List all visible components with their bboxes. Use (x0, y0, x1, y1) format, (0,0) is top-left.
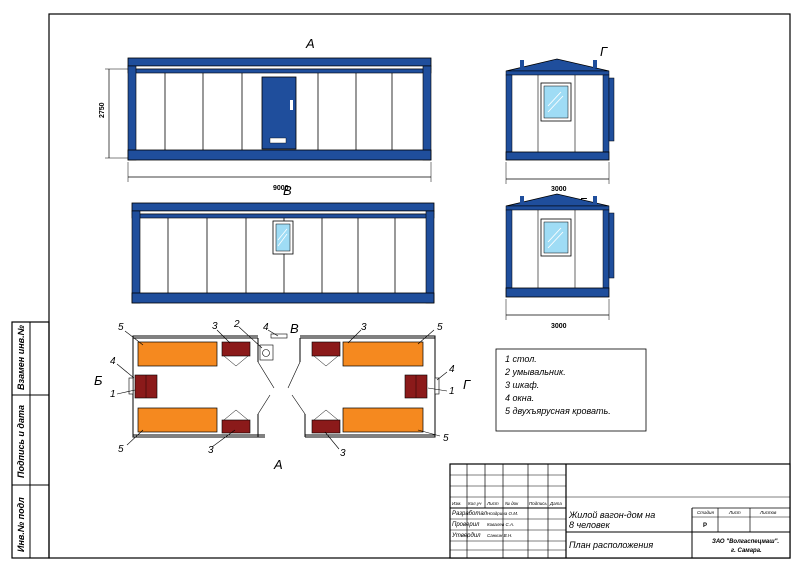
callout-5d: 5 (443, 433, 449, 444)
drawing-title-line1: Жилой вагон-дом на (568, 510, 655, 520)
plan-label-v: В (290, 321, 299, 336)
stage-header: Стадия (697, 510, 714, 515)
org-city: г. Самара. (731, 548, 762, 554)
col-list: Лист (486, 501, 499, 506)
dim-width-2: 3000 (551, 323, 567, 330)
cabinet-1 (221, 341, 251, 357)
callout-5a: 5 (118, 322, 124, 333)
view-label-g: Г (600, 44, 608, 59)
front-door (261, 76, 297, 150)
drawing-title-line2: 8 человек (569, 520, 610, 530)
callout-4c: 4 (449, 364, 455, 375)
sheets-header: Листов (759, 510, 777, 515)
bed-2 (137, 407, 218, 433)
side-g-window-icon (540, 82, 572, 122)
view-label-a: А (305, 36, 315, 51)
side-b-window-icon (540, 218, 572, 257)
cabinet-3 (311, 341, 341, 357)
callout-3c: 3 (208, 445, 214, 456)
view-label-v: В (283, 183, 292, 198)
stamp-field-replace: Взамен инв.№ (16, 324, 26, 390)
washbasin-icon (259, 344, 274, 361)
bed-4 (342, 407, 424, 433)
plan-label-b: Б (94, 373, 103, 388)
stage-value: Р (703, 523, 707, 529)
role-approved: Утвердил (451, 533, 481, 539)
back-window-icon (272, 220, 294, 255)
stamp-field-sign: Подпись и дата (16, 405, 26, 478)
cabinet-2 (221, 419, 251, 434)
side-view-b: Б 3000 (505, 193, 615, 330)
title-block: Изм. Кол.уч Лист № док Подпись Дата Разр… (449, 463, 791, 559)
name-checked: Ковалев С.А. (487, 522, 514, 527)
legend-item-5: 5 двухъярусная кровать. (505, 406, 611, 416)
side-stamp: Взамен инв.№ Подпись и дата Инв.№ подл (11, 321, 50, 559)
col-ndok: № док (505, 501, 519, 506)
col-date: Дата (549, 501, 562, 506)
legend-item-1: 1 стол. (505, 354, 537, 364)
callout-3a: 3 (212, 321, 218, 332)
bed-3 (342, 341, 424, 367)
callout-3b: 3 (361, 322, 367, 333)
org-name: ЗАО "Волгаспецмаш". (712, 539, 779, 545)
floor-plan: 5 3 2 4 3 5 4 1 4 1 5 3 3 5 В Б Г А (94, 319, 471, 472)
callout-4b: 4 (110, 356, 116, 367)
callout-1b: 1 (449, 386, 455, 397)
role-checked: Проверил (452, 522, 480, 528)
callout-5c: 5 (118, 444, 124, 455)
stamp-field-inv: Инв.№ подл (16, 497, 26, 552)
side-view-g: Г 3000 (505, 44, 615, 193)
legend-item-4: 4 окна. (505, 393, 534, 403)
col-kolych: Кол.уч (468, 501, 482, 506)
dim-length: 9000 (273, 185, 289, 192)
bed-1 (137, 341, 218, 367)
dim-width-1: 3000 (551, 186, 567, 193)
dim-height: 2750 (99, 102, 106, 118)
legend-item-3: 3 шкаф. (505, 380, 539, 390)
callout-1a: 1 (110, 389, 116, 400)
sheet-title: План расположения (569, 540, 653, 550)
name-developed: Ноздрина О.М. (487, 511, 518, 516)
col-izm: Изм. (452, 501, 462, 506)
cabinet-4 (311, 419, 341, 434)
back-view-v: В (131, 183, 435, 304)
sheet-frame (48, 13, 791, 559)
plan-label-g: Г (463, 377, 471, 392)
legend-box: 1 стол. 2 умывальник. 3 шкаф. 4 окна. 5 … (495, 348, 647, 432)
callout-5b: 5 (437, 322, 443, 333)
col-sign: Подпись (529, 501, 547, 506)
name-approved: Санкин В.Н. (487, 533, 512, 538)
callout-4a: 4 (263, 322, 269, 333)
role-developed: Разработал (452, 511, 488, 517)
legend-item-2: 2 умывальник. (504, 367, 566, 377)
callout-2: 2 (233, 319, 240, 330)
sheet-header: Лист (728, 510, 741, 515)
plan-label-a: А (273, 457, 283, 472)
callout-3d: 3 (340, 448, 346, 459)
front-view-a: А 2750 9000 (99, 36, 432, 192)
